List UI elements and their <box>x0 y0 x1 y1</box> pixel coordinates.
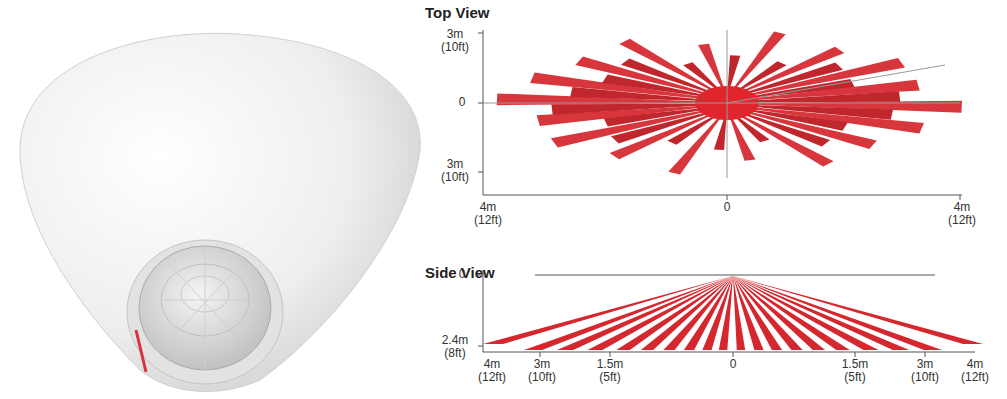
detection-beam <box>733 276 909 350</box>
detection-beam <box>557 276 733 350</box>
detection-beam <box>641 276 733 350</box>
detection-beam <box>733 276 983 344</box>
detection-beam <box>719 276 733 350</box>
detection-beam <box>733 32 786 90</box>
detection-beam <box>551 104 697 115</box>
axis-label: 0 <box>459 96 466 109</box>
detection-beam <box>733 276 803 350</box>
view-title: Top View <box>425 4 489 21</box>
detection-beam <box>588 276 734 350</box>
axis-label: 1.5m (5ft) <box>842 358 869 384</box>
detection-beam <box>730 117 756 161</box>
axis-label: 3m (10ft) <box>528 358 556 384</box>
detection-beam <box>524 276 733 350</box>
axis-label: 4m (12ft) <box>948 201 976 227</box>
detection-beam <box>698 44 724 89</box>
detection-beam <box>616 276 733 350</box>
detection-beam <box>702 276 733 350</box>
detection-beam <box>663 276 733 350</box>
axis-label: 2.4m (8ft) <box>442 334 469 360</box>
detection-beam <box>684 276 733 350</box>
axis-label: 4m (12ft) <box>961 358 989 384</box>
detection-beam <box>733 276 942 350</box>
axis-label: 0 <box>459 268 466 281</box>
detection-beam <box>733 276 825 350</box>
axis-label: 3m (10ft) <box>441 28 469 54</box>
detection-beam <box>757 91 901 102</box>
axis-label: 4m (12ft) <box>478 358 506 384</box>
axis-label: 3m (10ft) <box>441 158 469 184</box>
axis-label: 3m (10ft) <box>911 358 939 384</box>
axis-label: 1.5m (5ft) <box>597 358 624 384</box>
detection-beam <box>733 276 879 350</box>
axis-label: 0 <box>730 358 737 371</box>
axis-label: 0 <box>724 201 731 214</box>
axis-label: 4m (12ft) <box>474 201 502 227</box>
detection-beam <box>668 116 721 174</box>
axis-line <box>727 30 945 178</box>
